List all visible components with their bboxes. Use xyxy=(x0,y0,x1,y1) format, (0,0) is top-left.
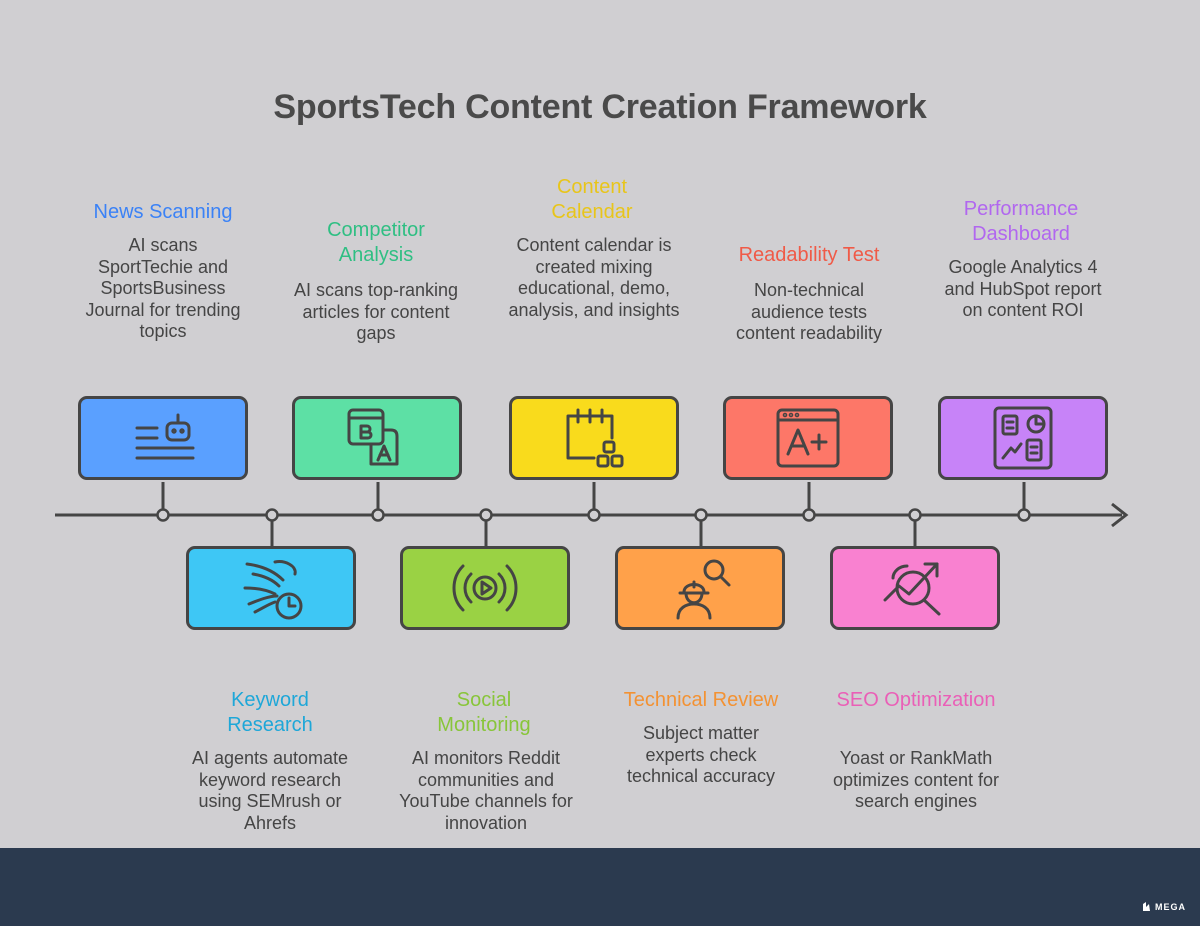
step-5-card xyxy=(509,396,679,480)
step-7-description: Non-technical audience tests content rea… xyxy=(735,280,883,343)
step-5-description: Content calendar is created mixing educa… xyxy=(508,235,680,320)
timeline-dot-5 xyxy=(587,508,601,522)
step-3-heading: Competitor Analysis xyxy=(327,219,425,266)
step-8-description: Yoast or RankMath optimizes content for … xyxy=(832,748,1000,811)
dashboard-icon xyxy=(993,406,1053,470)
step-2-heading: Keyword Research xyxy=(227,689,313,736)
timeline xyxy=(55,482,1129,548)
brand-text: MEGA xyxy=(1155,901,1186,912)
brand-logo: MEGA xyxy=(1142,901,1186,912)
timeline-dot-9 xyxy=(1017,508,1031,522)
step-4-description: AI monitors Reddit communities and YouTu… xyxy=(399,748,573,833)
step-6-card xyxy=(615,546,785,630)
footer-bar: MEGA xyxy=(0,848,1200,926)
step-9-description: Google Analytics 4 and HubSpot report on… xyxy=(944,257,1102,320)
step-4-heading: Social Monitoring xyxy=(437,689,531,736)
timeline-dot-7 xyxy=(802,508,816,522)
engineer-search-icon xyxy=(676,559,731,620)
calendar-blocks-icon xyxy=(566,408,624,468)
step-5-heading: Content Calendar xyxy=(551,176,633,223)
diagram-canvas: SportsTech Content Creation Framework xyxy=(55,88,1129,833)
timeline-arrow-head xyxy=(1111,502,1129,528)
grade-a-plus-icon xyxy=(776,408,840,468)
broadcast-play-icon xyxy=(452,564,518,612)
trend-magnifier-icon xyxy=(883,562,941,616)
timeline-dot-3 xyxy=(371,508,385,522)
step-2-description: AI agents automate keyword research usin… xyxy=(191,748,349,833)
step-9-card xyxy=(938,396,1108,480)
timeline-dot-6 xyxy=(694,508,708,522)
step-1-card xyxy=(78,396,248,480)
wind-timer-icon xyxy=(243,560,303,620)
ab-compare-icon xyxy=(347,408,399,466)
step-1-heading: News Scanning xyxy=(93,201,233,223)
step-2-card xyxy=(186,546,356,630)
step-1-description: AI scans SportTechie and SportsBusiness … xyxy=(85,235,241,341)
step-3-card xyxy=(292,396,462,480)
step-6-description: Subject matter experts check technical a… xyxy=(626,723,776,786)
step-4-card xyxy=(400,546,570,630)
step-8-card xyxy=(830,546,1000,630)
step-6-heading: Technical Review xyxy=(623,689,779,711)
robot-text-icon xyxy=(135,413,195,460)
step-7-heading: Readability Test xyxy=(738,244,880,266)
step-3-description: AI scans top-ranking articles for conten… xyxy=(293,280,459,343)
timeline-dot-4 xyxy=(479,508,493,522)
brand-mark-icon xyxy=(1143,902,1150,911)
diagram-title: SportsTech Content Creation Framework xyxy=(273,88,927,126)
timeline-dot-8 xyxy=(908,508,922,522)
step-9-heading: Performance Dashboard xyxy=(963,198,1079,245)
timeline-dot-2 xyxy=(265,508,279,522)
timeline-dot-1 xyxy=(156,508,170,522)
step-7-card xyxy=(723,396,893,480)
step-8-heading: SEO Optimization xyxy=(836,689,996,711)
